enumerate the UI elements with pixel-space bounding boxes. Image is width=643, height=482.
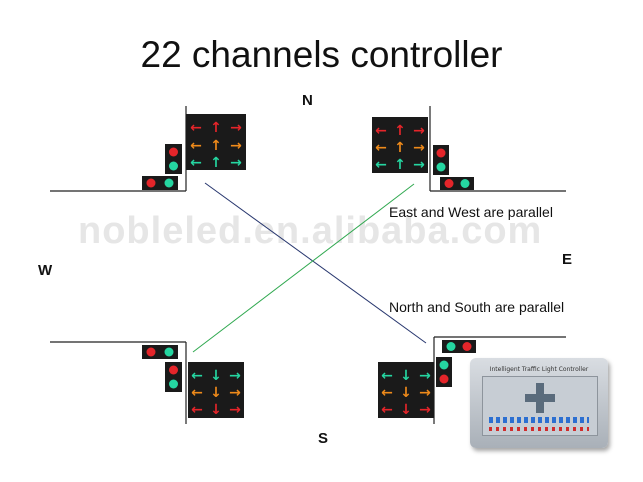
pedestrian-stop-icon (436, 148, 446, 158)
arrow-right-icon: → (419, 402, 431, 418)
diagonal-ne-sw (192, 183, 415, 353)
pedestrian-walk-icon (169, 161, 178, 171)
pedestrian-stop-icon (146, 347, 156, 357)
controller-box: Intelligent Traffic Light Controller (470, 358, 608, 448)
pedestrian-walk-icon (169, 379, 178, 389)
signal-group-ne: ← ↑ → ← ↑ → ← ↑ → (372, 117, 474, 190)
arrow-right-icon: → (229, 385, 241, 401)
arrow-up-icon: ↑ (210, 120, 222, 136)
arrow-right-icon: → (413, 123, 425, 139)
note-east-west: East and West are parallel (389, 204, 553, 220)
pedestrian-walk-icon (164, 347, 174, 357)
pedestrian-stop-icon (169, 147, 178, 157)
arrow-left-icon: ← (190, 120, 202, 136)
direction-north: N (302, 92, 313, 109)
watermark: nobleled.en.alibaba.com (78, 210, 543, 252)
pedestrian-walk-icon (164, 178, 174, 188)
indicator-lights (489, 417, 589, 423)
arrow-left-icon: ← (375, 157, 387, 173)
arrow-left-icon: ← (381, 385, 393, 401)
arrow-up-icon: ↑ (394, 123, 406, 139)
arrow-right-icon: → (413, 140, 425, 156)
arrow-right-icon: → (229, 402, 241, 418)
signal-housing (186, 114, 246, 170)
arrow-up-icon: ↑ (210, 138, 222, 154)
arrow-left-icon: ← (190, 138, 202, 154)
signal-group-nw: ← ↑ → ← ↑ → ← ↑ → (142, 114, 246, 190)
pedestrian-stop-icon (146, 178, 156, 188)
pedestrian-stop-icon (462, 342, 472, 351)
pedestrian-walk-icon (460, 179, 470, 188)
arrow-down-icon: ↓ (210, 402, 222, 418)
arrow-right-icon: → (229, 368, 241, 384)
arrow-down-icon: ↓ (210, 368, 222, 384)
arrow-down-icon: ↓ (210, 385, 222, 401)
signal-housing (188, 362, 244, 418)
direction-west: W (38, 262, 53, 279)
pedestrian-walk-icon (436, 162, 446, 172)
diagonal-nw-se (204, 182, 427, 344)
signal-group-sw: ← ↓ → ← ↓ → ← ↓ → (142, 345, 244, 418)
signal-housing (372, 117, 428, 173)
arrow-up-icon: ↑ (210, 155, 222, 171)
intersection-map-icon (525, 383, 555, 413)
pedestrian-walk-icon (439, 360, 449, 370)
signal-housing (378, 362, 434, 418)
arrow-down-icon: ↓ (400, 402, 412, 418)
controller-panel (482, 376, 598, 436)
arrow-up-icon: ↑ (394, 157, 406, 173)
arrow-up-icon: ↑ (394, 140, 406, 156)
pedestrian-stop-icon (444, 179, 454, 188)
signal-group-se: ← ↓ → ← ↓ → ← ↓ → (378, 340, 476, 418)
page-title: 22 channels controller (140, 34, 503, 75)
arrow-right-icon: → (419, 385, 431, 401)
direction-east: E (562, 251, 573, 268)
pedestrian-walk-icon (446, 342, 456, 351)
note-north-south: North and South are parallel (389, 299, 565, 315)
arrow-left-icon: ← (191, 402, 203, 418)
arrow-right-icon: → (230, 120, 242, 136)
arrow-right-icon: → (413, 157, 425, 173)
arrow-right-icon: → (230, 155, 242, 171)
direction-south: S (318, 430, 329, 447)
arrow-left-icon: ← (375, 140, 387, 156)
arrow-down-icon: ↓ (400, 385, 412, 401)
controller-label: Intelligent Traffic Light Controller (489, 366, 589, 373)
arrow-left-icon: ← (190, 155, 202, 171)
arrow-down-icon: ↓ (400, 368, 412, 384)
arrow-left-icon: ← (191, 368, 203, 384)
pedestrian-stop-icon (169, 365, 178, 375)
arrow-right-icon: → (419, 368, 431, 384)
arrow-left-icon: ← (381, 402, 393, 418)
arrow-left-icon: ← (375, 123, 387, 139)
arrow-left-icon: ← (191, 385, 203, 401)
indicator-lights (489, 427, 589, 431)
arrow-left-icon: ← (381, 368, 393, 384)
pedestrian-stop-icon (439, 374, 449, 384)
arrow-right-icon: → (230, 138, 242, 154)
